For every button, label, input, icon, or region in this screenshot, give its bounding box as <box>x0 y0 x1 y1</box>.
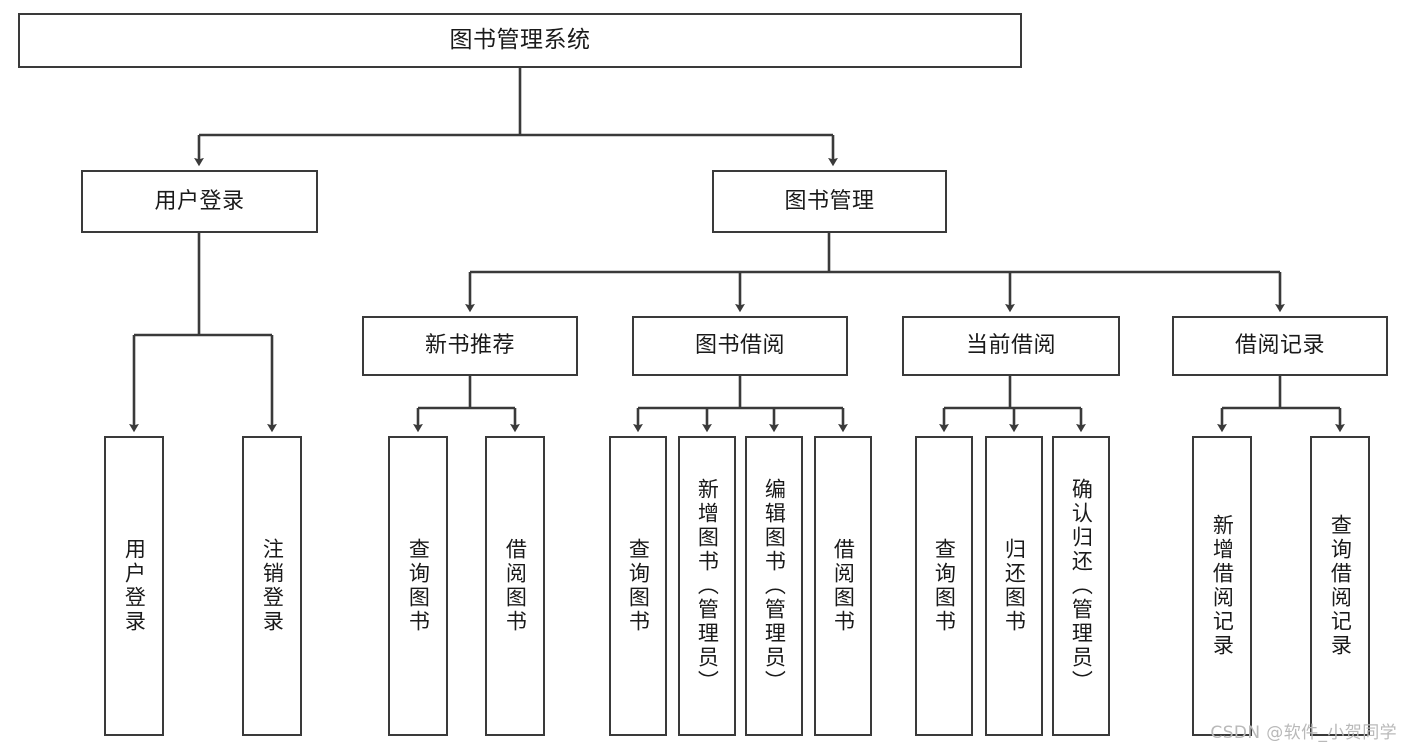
node-leaf-return-book[interactable]: 归还图书 <box>985 436 1043 736</box>
node-book-management[interactable]: 图书管理 <box>712 170 947 233</box>
node-leaf-user-login[interactable]: 用户登录 <box>104 436 164 736</box>
node-leaf-add-borrow-record[interactable]: 新增借阅记录 <box>1192 436 1252 736</box>
node-label: 新增图书（管理员） <box>695 478 720 694</box>
node-book-borrow[interactable]: 图书借阅 <box>632 316 848 376</box>
node-leaf-borrow-book-recommend[interactable]: 借阅图书 <box>485 436 545 736</box>
node-label: 注销登录 <box>260 538 285 634</box>
node-label: 用户登录 <box>122 538 147 634</box>
node-label: 用户登录 <box>154 188 245 214</box>
node-root-book-management-system[interactable]: 图书管理系统 <box>18 13 1022 68</box>
node-label: 图书管理 <box>784 188 875 214</box>
node-leaf-query-book-recommend[interactable]: 查询图书 <box>388 436 448 736</box>
node-label: 编辑图书（管理员） <box>762 478 787 694</box>
node-current-borrow[interactable]: 当前借阅 <box>902 316 1120 376</box>
node-leaf-query-book-current[interactable]: 查询图书 <box>915 436 973 736</box>
node-label: 图书管理系统 <box>449 26 591 53</box>
node-new-book-recommend[interactable]: 新书推荐 <box>362 316 578 376</box>
node-label: 查询图书 <box>406 538 431 634</box>
node-label: 新书推荐 <box>424 333 515 359</box>
node-leaf-borrow-book[interactable]: 借阅图书 <box>814 436 872 736</box>
node-label: 查询图书 <box>932 538 957 634</box>
node-leaf-edit-book-admin[interactable]: 编辑图书（管理员） <box>745 436 803 736</box>
node-leaf-query-book-borrow[interactable]: 查询图书 <box>609 436 667 736</box>
node-label: 确认归还（管理员） <box>1069 478 1094 694</box>
node-label: 查询借阅记录 <box>1328 514 1353 658</box>
watermark-csdn: CSDN @软件_小贺同学 <box>1210 723 1397 743</box>
node-leaf-add-book-admin[interactable]: 新增图书（管理员） <box>678 436 736 736</box>
node-label: 借阅图书 <box>831 538 856 634</box>
node-label: 新增借阅记录 <box>1210 514 1235 658</box>
node-leaf-query-borrow-record[interactable]: 查询借阅记录 <box>1310 436 1370 736</box>
node-borrow-record[interactable]: 借阅记录 <box>1172 316 1388 376</box>
node-label: 当前借阅 <box>965 333 1056 359</box>
node-leaf-user-logout[interactable]: 注销登录 <box>242 436 302 736</box>
node-label: 借阅图书 <box>503 538 528 634</box>
node-label: 借阅记录 <box>1234 333 1325 359</box>
node-user-login[interactable]: 用户登录 <box>81 170 318 233</box>
node-label: 图书借阅 <box>694 333 785 359</box>
node-label: 归还图书 <box>1002 538 1027 634</box>
node-label: 查询图书 <box>626 538 651 634</box>
node-leaf-confirm-return-admin[interactable]: 确认归还（管理员） <box>1052 436 1110 736</box>
